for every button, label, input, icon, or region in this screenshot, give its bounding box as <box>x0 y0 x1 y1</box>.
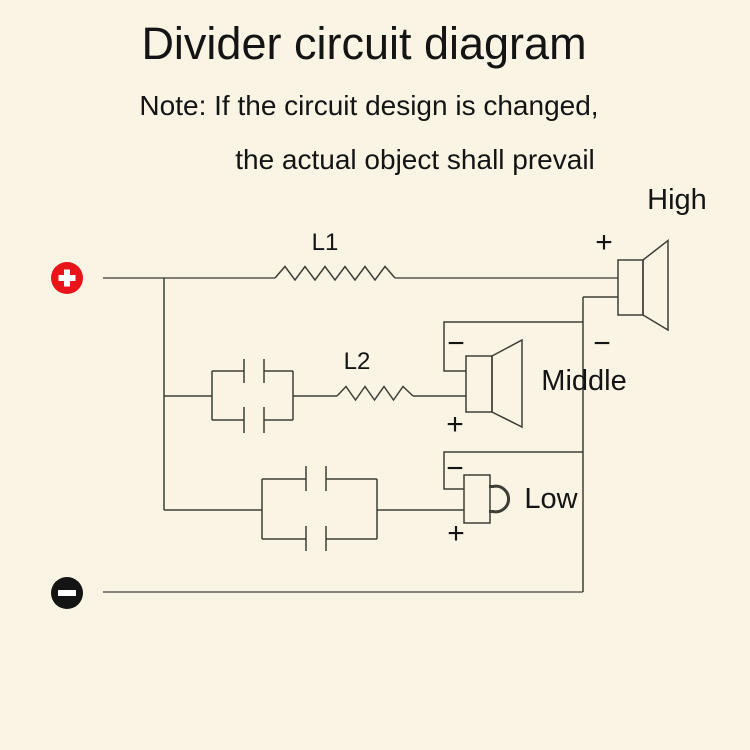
inductor-l1 <box>274 265 396 282</box>
middle-plus-mark: + <box>446 408 464 441</box>
low-minus-return <box>443 451 583 490</box>
inductor-l2 <box>336 385 414 402</box>
low-plus-mark: + <box>447 517 465 550</box>
capacitor-bank-middle <box>211 359 294 433</box>
high-speaker-label: High <box>647 184 707 216</box>
low-minus-mark: − <box>446 452 464 485</box>
inductor-l1-label: L1 <box>311 229 339 256</box>
capacitor-bank-low <box>261 466 378 551</box>
page-title: Divider circuit diagram <box>141 18 587 69</box>
middle-speaker-icon <box>465 338 523 429</box>
low-speaker-label: Low <box>524 483 578 515</box>
middle-branch <box>164 359 466 433</box>
low-speaker-icon <box>463 474 511 524</box>
middle-speaker-label: Middle <box>541 365 627 397</box>
middle-minus-mark: − <box>447 327 465 360</box>
note-line-1: Note: If the circuit design is changed, <box>139 90 599 121</box>
plus-terminal-icon <box>51 262 83 294</box>
negative-rail <box>103 296 618 593</box>
middle-minus-return <box>443 321 583 372</box>
minus-terminal-icon <box>51 577 83 609</box>
note-line-2: the actual object shall prevail <box>235 144 595 175</box>
inductor-l2-label: L2 <box>343 348 371 375</box>
high-speaker-icon <box>617 238 669 332</box>
high-minus-mark: − <box>593 327 611 360</box>
positive-rail <box>103 265 618 510</box>
low-branch <box>164 466 464 551</box>
high-plus-mark: + <box>595 226 613 259</box>
